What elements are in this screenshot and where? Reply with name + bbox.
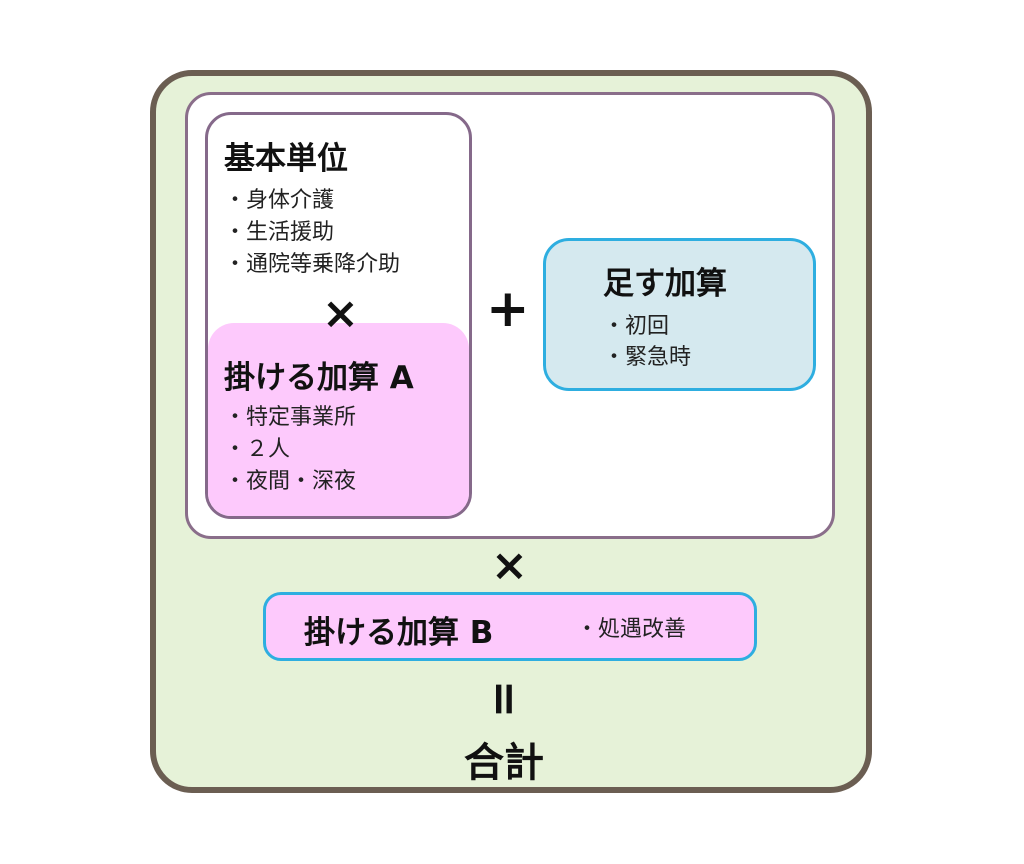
multiply-operator: ×	[322, 288, 359, 339]
plus-operator: +	[486, 279, 530, 339]
add-item: ・緊急時	[603, 345, 692, 370]
basic-unit-title: 基本単位	[224, 141, 348, 177]
multiply-b-item: ・処遇改善	[576, 617, 687, 642]
basic-item: ・通院等乗降介助	[224, 252, 401, 277]
add-title: 足す加算	[603, 266, 727, 302]
multiply-a-item: ・２人	[224, 437, 291, 462]
add-item: ・初回	[603, 314, 670, 339]
multiply-a-item: ・特定事業所	[224, 405, 357, 430]
multiply-operator: ×	[491, 540, 528, 591]
multiply-b-box	[263, 592, 757, 661]
total-title: 合計	[464, 740, 544, 786]
equals-operator: =	[478, 679, 533, 719]
basic-item: ・身体介護	[224, 188, 335, 213]
multiply-a-item: ・夜間・深夜	[224, 469, 357, 494]
add-box	[543, 238, 816, 391]
multiply-b-title: 掛ける加算 B	[304, 615, 494, 651]
multiply-a-title: 掛ける加算 A	[224, 360, 414, 396]
basic-unit-box	[205, 112, 472, 519]
basic-item: ・生活援助	[224, 220, 335, 245]
multiply-a-section	[208, 323, 469, 516]
